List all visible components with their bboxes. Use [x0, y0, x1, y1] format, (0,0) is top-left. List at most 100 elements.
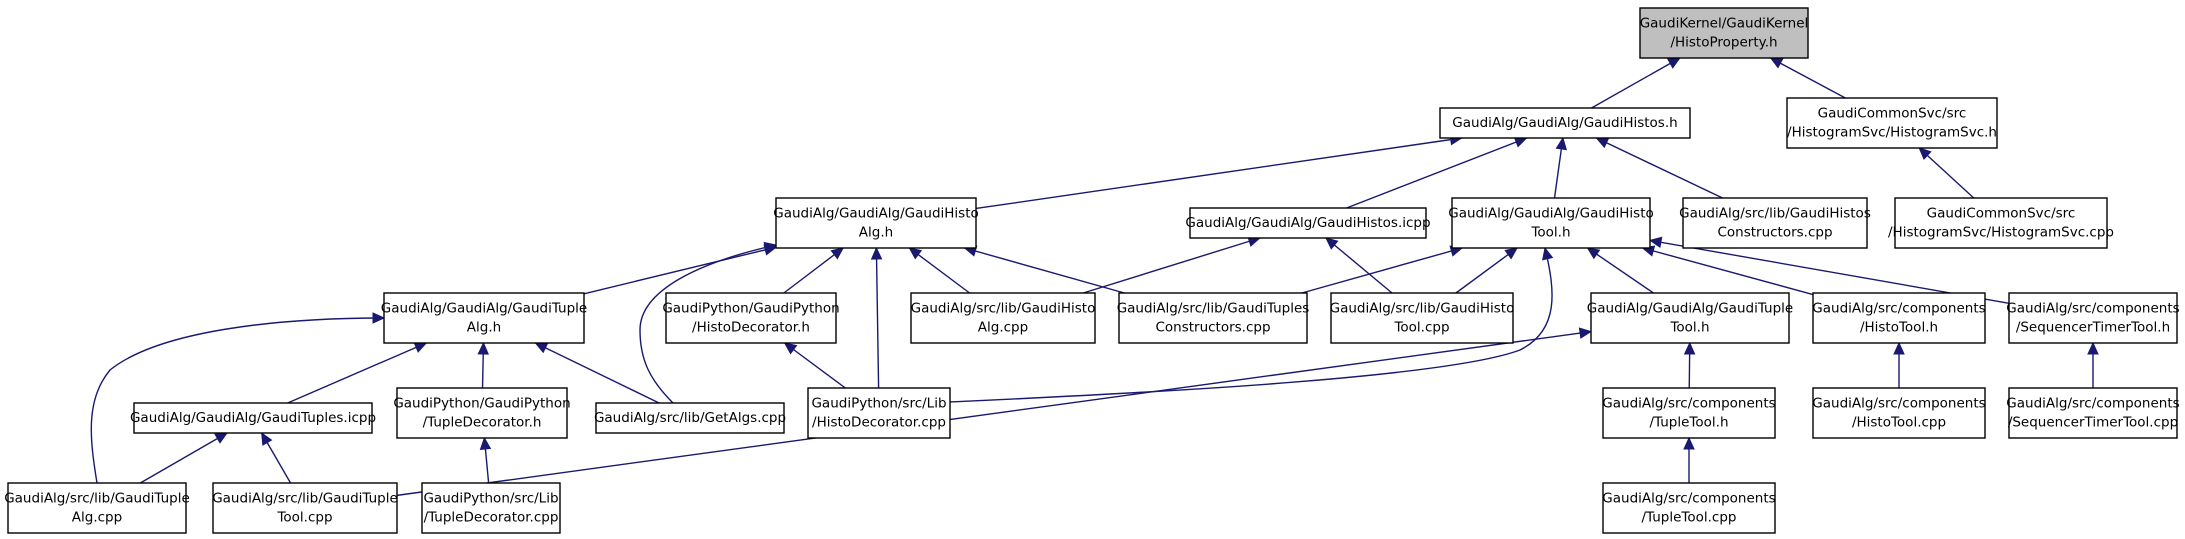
edge-gaudihistos_icpp-to-gaudihistos_h — [1346, 136, 1528, 209]
node-label: GaudiAlg/src/components — [2006, 396, 2179, 412]
node-comp_histotool_h[interactable]: GaudiAlg/src/components/HistoTool.h — [1812, 292, 1986, 344]
node-label: Alg.cpp — [72, 510, 122, 526]
node-label: GaudiKernel/GaudiKernel — [1640, 16, 1809, 32]
node-label: /SequencerTimerTool.cpp — [2008, 415, 2178, 431]
edge-gaudituplealg_cpp-to-gaudituplealg_h-arrowhead — [372, 312, 386, 324]
node-label: GaudiAlg/GaudiAlg/GaudiTuples.icpp — [130, 410, 376, 426]
edge-comp_tupletool_h-to-gauditupletool_h-arrowhead — [1683, 341, 1696, 355]
edge-histosconstructors_cpp-to-gaudihistos_h — [1595, 137, 1723, 199]
node-box — [775, 197, 977, 249]
node-box — [133, 402, 373, 434]
node-tuplesconstructors_cpp[interactable]: GaudiAlg/src/lib/GaudiTuplesConstructors… — [1117, 292, 1310, 344]
node-label: /HistoDecorator.h — [692, 320, 810, 336]
edge-gaudihistoalg_cpp-to-gaudihistoalg_h-line — [909, 247, 970, 294]
node-box — [396, 387, 568, 439]
edge-gaudituplealg_cpp-to-gauditubles_icpp-line — [139, 432, 228, 484]
edge-comp_histotool_cpp-to-comp_histotool_h — [1893, 341, 1905, 388]
node-label: Tool.h — [1669, 320, 1709, 336]
node-comp_seqtimer_h[interactable]: GaudiAlg/src/components/SequencerTimerTo… — [2006, 292, 2180, 344]
edge-gauditubles_icpp-to-gaudituplealg_h-line — [287, 342, 427, 404]
node-label: GaudiAlg/src/components — [1812, 396, 1985, 412]
node-label: /HistoProperty.h — [1670, 35, 1777, 51]
node-comp_tupletool_h[interactable]: GaudiAlg/src/components/TupleTool.h — [1602, 387, 1776, 439]
node-label: GaudiAlg/src/lib/GetAlgs.cpp — [594, 410, 786, 426]
node-box — [807, 387, 951, 439]
edge-py_histodecorator_cpp-to-histodecorator_h-arrowhead — [783, 342, 798, 355]
node-comp_seqtimer_cpp[interactable]: GaudiAlg/src/components/SequencerTimerTo… — [2006, 387, 2180, 439]
node-box — [910, 292, 1096, 344]
edge-gaudituplealg_cpp-to-gauditubles_icpp-arrowhead — [214, 432, 229, 444]
edge-layer — [90, 57, 2099, 497]
node-box — [1590, 292, 1790, 344]
node-label: GaudiPython/src/Lib — [811, 396, 946, 412]
edge-getalgs_cpp-to-gaudihistoalg_h-arrowhead — [763, 241, 778, 254]
node-box — [1602, 387, 1776, 439]
edge-histodecorator_h-to-gaudihistoalg_h-line — [783, 247, 844, 294]
node-box — [1602, 482, 1776, 534]
edge-gaudihistoalg_h-to-gaudihistos_h — [975, 133, 1463, 210]
node-getalgs_cpp[interactable]: GaudiAlg/src/lib/GetAlgs.cpp — [594, 402, 786, 434]
edge-gaudihistos_icpp-to-gaudihistos_h-line — [1346, 137, 1527, 209]
edge-gaudihistoalg_cpp-to-gaudihistoalg_h-arrowhead — [908, 247, 923, 260]
edge-comp_histotool_cpp-to-comp_histotool_h-arrowhead — [1893, 341, 1905, 355]
node-label: /HistogramSvc/HistogramSvc.h — [1787, 125, 1997, 141]
node-label: GaudiAlg/src/lib/GaudiTuple — [4, 491, 190, 507]
node-label: /TupleDecorator.h — [423, 415, 542, 431]
edge-getalgs_cpp-to-gaudituplealg_h-line — [535, 342, 660, 404]
edge-tuplesconstructors_cpp-to-gaudihistotool_h — [1301, 245, 1464, 294]
node-histodecorator_h[interactable]: GaudiPython/GaudiPython/HistoDecorator.h — [662, 292, 840, 344]
edge-tupledecorator_h-to-gaudituplealg_h — [477, 341, 490, 389]
edge-gaudihistotool_cpp-to-gaudihistos_icpp-arrowhead — [1325, 237, 1339, 250]
edge-gaudihistos_icpp-to-gaudihistos_h-arrowhead — [1513, 136, 1528, 148]
node-label: GaudiAlg/GaudiAlg/GaudiHistos.icpp — [1185, 215, 1430, 231]
edge-gauditupletool_cpp-to-gauditupletool_h-arrowhead — [1578, 327, 1593, 339]
node-box — [2008, 292, 2178, 344]
edge-gaudihistos_h-to-root — [1591, 57, 1681, 109]
edge-getalgs_cpp-to-gaudituplealg_h-arrowhead — [534, 342, 549, 354]
node-box — [1786, 97, 1998, 149]
edge-gaudihistotool_cpp-to-gaudihistotool_h-arrowhead — [1504, 247, 1519, 260]
edge-gauditubles_icpp-to-gaudituplealg_h-arrowhead — [413, 342, 428, 353]
edge-comp_histotool_h-to-gaudihistotool_h-line — [1642, 247, 1814, 296]
node-comp_tupletool_cpp[interactable]: GaudiAlg/src/components/TupleTool.cpp — [1602, 482, 1776, 534]
node-tupledecorator_h[interactable]: GaudiPython/GaudiPython/TupleDecorator.h — [393, 387, 571, 439]
node-histosconstructors_cpp[interactable]: GaudiAlg/src/lib/GaudiHistosConstructors… — [1679, 197, 1871, 249]
edge-gaudituplealg_cpp-to-gaudituplealg_h — [90, 312, 386, 484]
edge-histosconstructors_cpp-to-gaudihistos_h-arrowhead — [1595, 137, 1610, 149]
node-histsvc_cpp[interactable]: GaudiCommonSvc/src/HistogramSvc/Histogra… — [1888, 197, 2114, 249]
edge-gaudihistoalg_cpp-to-gaudihistoalg_h — [908, 247, 970, 294]
edge-gaudihistotool_h-to-gaudihistos_h-arrowhead — [1555, 136, 1568, 151]
node-py_histodecorator_cpp[interactable]: GaudiPython/src/Lib/HistoDecorator.cpp — [807, 387, 951, 439]
node-label: /SequencerTimerTool.h — [2016, 320, 2170, 336]
node-label: GaudiPython/GaudiPython — [393, 396, 570, 412]
node-box — [1812, 292, 1986, 344]
edge-gaudihistos_h-to-root-line — [1591, 57, 1681, 109]
node-gaudihistos_h[interactable]: GaudiAlg/GaudiAlg/GaudiHistos.h — [1439, 107, 1691, 139]
node-label: GaudiAlg/src/lib/GaudiHisto — [911, 301, 1096, 317]
node-histsvc_h[interactable]: GaudiCommonSvc/src/HistogramSvc/Histogra… — [1786, 97, 1998, 149]
node-label: GaudiAlg/src/lib/GaudiHisto — [1330, 301, 1515, 317]
node-box — [1894, 197, 2108, 249]
node-label: Alg.h — [859, 225, 893, 241]
node-box — [1451, 197, 1651, 249]
edge-py_tupledecorator_cpp-to-tupledecorator_h — [479, 436, 492, 484]
edge-histsvc_h-to-root — [1769, 57, 1846, 99]
edge-gaudihistos_h-to-root-arrowhead — [1666, 57, 1681, 69]
node-gauditubles_icpp[interactable]: GaudiAlg/GaudiAlg/GaudiTuples.icpp — [130, 402, 376, 434]
node-label: GaudiAlg/GaudiAlg/GaudiHisto — [773, 206, 979, 222]
node-box — [665, 292, 837, 344]
node-label: Alg.cpp — [978, 320, 1028, 336]
node-py_tupledecorator_cpp[interactable]: GaudiPython/src/Lib/TupleDecorator.cpp — [421, 482, 561, 534]
node-comp_histotool_cpp[interactable]: GaudiAlg/src/components/HistoTool.cpp — [1812, 387, 1986, 439]
node-box — [1682, 197, 1868, 249]
node-root[interactable]: GaudiKernel/GaudiKernel/HistoProperty.h — [1639, 7, 1809, 59]
node-gaudihistos_icpp[interactable]: GaudiAlg/GaudiAlg/GaudiHistos.icpp — [1185, 207, 1431, 239]
